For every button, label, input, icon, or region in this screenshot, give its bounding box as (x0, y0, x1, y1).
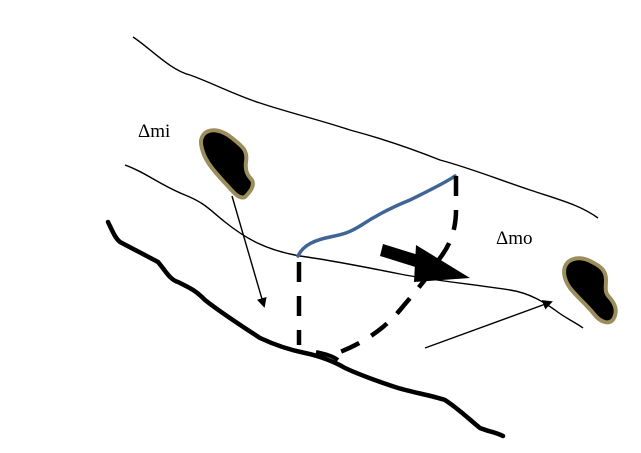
mass-out-blob (562, 256, 618, 325)
mass-in-label: Δmi (138, 121, 171, 142)
mass-out-label: Δmo (496, 228, 533, 249)
upper-boundary-line (132, 36, 599, 219)
flow-direction-arrow (380, 244, 470, 282)
mass-out-arrow (424, 300, 553, 349)
dashed-control-volume-right (339, 176, 459, 355)
mass-in-blob (198, 128, 255, 200)
lower-bed-line (105, 219, 506, 439)
bed-hatch-mark (315, 350, 340, 362)
mass-in-arrow (231, 195, 267, 308)
blue-surface-line (296, 174, 457, 258)
